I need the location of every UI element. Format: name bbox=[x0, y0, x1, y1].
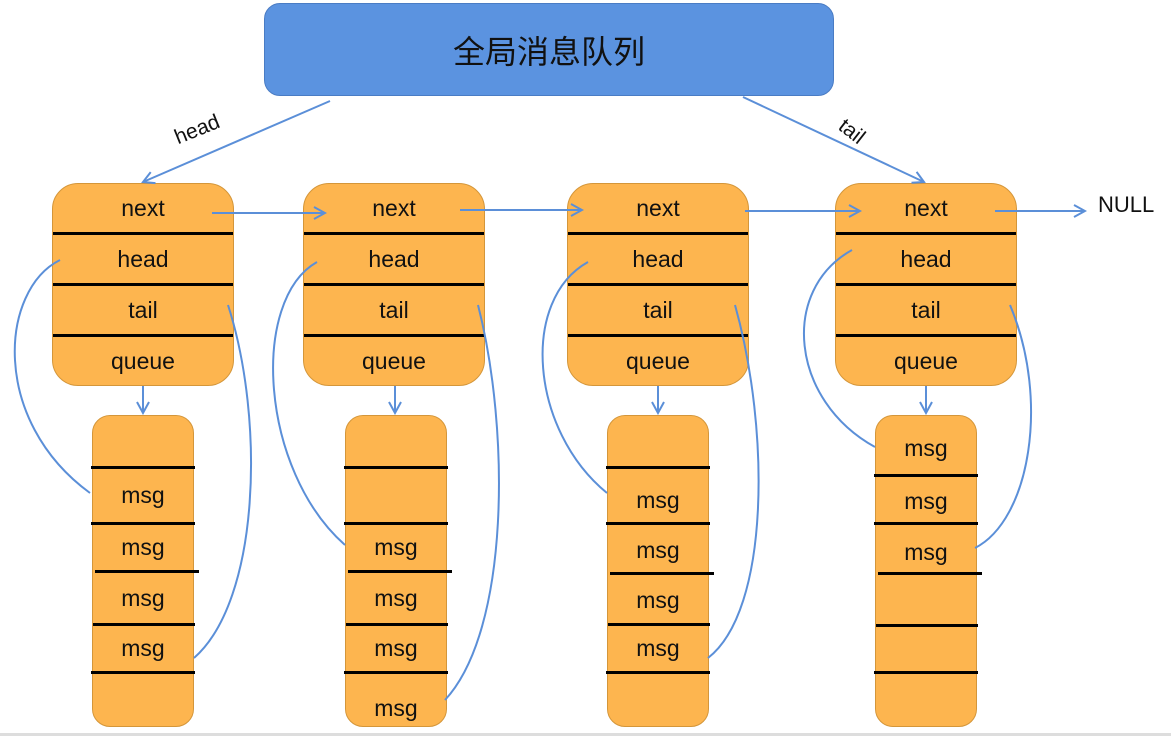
divider bbox=[304, 334, 484, 337]
field-tail: tail bbox=[128, 296, 158, 323]
field-tail: tail bbox=[379, 296, 409, 323]
msg-slot: msg bbox=[636, 587, 680, 613]
message-queue-4: msg msg msg bbox=[874, 415, 982, 727]
msg-slot: msg bbox=[636, 537, 680, 563]
msg-slot: msg bbox=[904, 538, 948, 565]
divider bbox=[874, 474, 978, 477]
head-link-curve-3 bbox=[541, 261, 608, 494]
divider bbox=[874, 671, 978, 674]
divider bbox=[568, 283, 748, 286]
divider bbox=[568, 334, 748, 337]
head-link-curve-2 bbox=[272, 261, 346, 546]
field-next: next bbox=[904, 194, 948, 221]
divider bbox=[874, 522, 978, 525]
tail-link-curve-2 bbox=[444, 304, 500, 701]
field-tail: tail bbox=[643, 296, 673, 323]
divider bbox=[91, 466, 195, 469]
msg-slot: msg bbox=[374, 584, 418, 611]
head-link-curve-1 bbox=[13, 259, 91, 494]
field-next: next bbox=[121, 194, 165, 221]
divider bbox=[344, 466, 448, 469]
field-head: head bbox=[900, 245, 952, 272]
queue-node-4: next head tail queue bbox=[835, 183, 1017, 386]
msg-slot: msg bbox=[636, 635, 680, 661]
tail-link-curve-1 bbox=[193, 304, 253, 659]
msg-slot: msg bbox=[374, 534, 418, 560]
divider bbox=[606, 466, 710, 469]
queue-node-1: next head tail queue bbox=[52, 183, 234, 386]
divider bbox=[95, 570, 199, 573]
field-next: next bbox=[372, 194, 416, 221]
global-message-queue-box: 全局消息队列 bbox=[264, 3, 834, 96]
msg-slot: msg bbox=[374, 695, 418, 721]
msg-slot: msg bbox=[121, 635, 165, 661]
divider bbox=[836, 283, 1016, 286]
divider bbox=[93, 623, 195, 626]
message-queue-1: msg msg msg msg bbox=[91, 415, 199, 727]
divider bbox=[53, 232, 233, 235]
field-head: head bbox=[117, 245, 169, 272]
head-pointer-arrow bbox=[143, 100, 331, 182]
divider bbox=[344, 522, 448, 525]
field-queue: queue bbox=[362, 347, 426, 374]
msg-slot: msg bbox=[121, 482, 165, 508]
msg-slot: msg bbox=[636, 487, 680, 513]
null-label: NULL bbox=[1098, 192, 1155, 217]
divider bbox=[53, 334, 233, 337]
divider bbox=[53, 283, 233, 286]
divider bbox=[348, 570, 452, 573]
tail-pointer-arrow bbox=[742, 96, 924, 182]
divider bbox=[346, 623, 448, 626]
field-queue: queue bbox=[111, 347, 175, 374]
divider bbox=[344, 671, 448, 674]
queue-node-3: next head tail queue bbox=[567, 183, 749, 386]
divider bbox=[91, 671, 195, 674]
msg-slot: msg bbox=[121, 584, 165, 611]
bottom-border bbox=[0, 733, 1171, 736]
tail-link-curve-4 bbox=[974, 304, 1033, 549]
field-queue: queue bbox=[626, 347, 690, 374]
divider bbox=[610, 572, 714, 575]
divider bbox=[91, 522, 195, 525]
msg-slot: msg bbox=[904, 487, 948, 514]
divider bbox=[608, 623, 710, 626]
tail-link-curve-3 bbox=[707, 304, 760, 659]
field-next: next bbox=[636, 194, 680, 221]
field-queue: queue bbox=[894, 347, 958, 374]
divider bbox=[304, 232, 484, 235]
divider bbox=[876, 624, 978, 627]
field-head: head bbox=[368, 245, 420, 272]
queue-node-2: next head tail queue bbox=[303, 183, 485, 386]
head-link-curve-4 bbox=[802, 249, 876, 448]
field-head: head bbox=[632, 245, 684, 272]
divider bbox=[304, 283, 484, 286]
divider bbox=[606, 522, 710, 525]
msg-slot: msg bbox=[374, 635, 418, 661]
divider bbox=[836, 232, 1016, 235]
divider bbox=[878, 572, 982, 575]
message-queue-3: msg msg msg msg bbox=[606, 415, 714, 727]
divider bbox=[606, 671, 710, 674]
divider bbox=[568, 232, 748, 235]
msg-slot: msg bbox=[121, 534, 165, 560]
divider bbox=[836, 334, 1016, 337]
field-tail: tail bbox=[911, 296, 941, 323]
msg-slot: msg bbox=[904, 434, 948, 461]
title-text: 全局消息队列 bbox=[452, 32, 645, 71]
message-queue-2: msg msg msg msg bbox=[344, 415, 452, 727]
